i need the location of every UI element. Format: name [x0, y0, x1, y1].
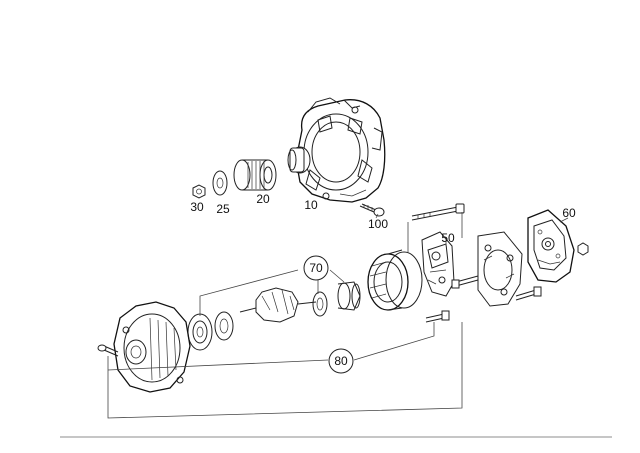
- callout-100-label: 100: [368, 217, 388, 231]
- part-70-rotor-group: [239, 281, 361, 323]
- part-20-pulley: [233, 159, 277, 191]
- callout-70: 70: [303, 255, 329, 281]
- callout-80: 80: [328, 348, 354, 374]
- callout-80-label: 80: [334, 354, 348, 368]
- callout-50-label: 50: [441, 231, 455, 245]
- part-25-disc: [212, 170, 228, 196]
- leader-lines: [107, 212, 569, 419]
- part-100-screw: [359, 203, 385, 217]
- part-30-nut: [192, 184, 206, 199]
- callout-30-label: 30: [190, 200, 204, 214]
- front-housing: [97, 301, 191, 393]
- callout-20-label: 20: [256, 192, 270, 206]
- callout-25-label: 25: [216, 202, 230, 216]
- part-60-rear-cover: [527, 209, 589, 283]
- callout-70-label: 70: [309, 261, 323, 275]
- callout-10-label: 10: [304, 198, 318, 212]
- callout-60-label: 60: [562, 206, 576, 220]
- part-50-regulator: [411, 203, 479, 297]
- stator: [367, 249, 423, 311]
- part-10-alternator-housing: [287, 97, 386, 203]
- front-bearing: [187, 311, 234, 351]
- rectifier-assembly: [425, 231, 542, 323]
